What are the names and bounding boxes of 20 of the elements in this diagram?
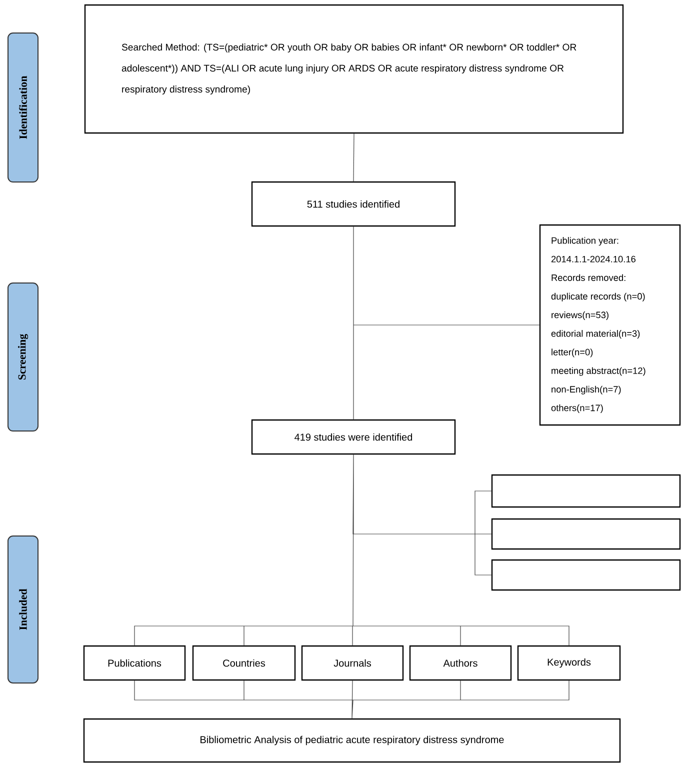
process-box: Keywords <box>517 645 621 681</box>
connector-line <box>353 226 540 420</box>
connector-line <box>134 680 570 719</box>
exclusion-box: Publication year: 2014.1.1-2024.10.16 Records removed: duplicate records (n=0) reviews(n=53) editorial material(n=3) letter(n=0) meeting abstract(n=12) non-English(n=7) others(n=17) <box>539 224 681 426</box>
process-box: Authors <box>409 645 512 681</box>
process-box: Bibliometric Analysis of pediatric acute respiratory distress syndrome <box>83 718 621 763</box>
stage-label: Included <box>8 536 38 684</box>
stage-label: Screening <box>8 282 38 432</box>
process-box: Journals <box>301 645 404 681</box>
search-strategy-box: Searched Method: (TS=(pediatric* OR youth OR baby OR babies OR infant* OR newborn* OR toddler* OR adolescent*)) AND TS=(ALI OR acute lung injury OR ARDS OR acute respiratory distress syndrome OR respiratory distress syndrome) <box>84 4 624 134</box>
empty-box <box>491 474 681 508</box>
empty-box <box>491 518 681 550</box>
connector-line <box>134 454 570 646</box>
empty-box <box>491 559 681 591</box>
process-box: Publications <box>83 645 186 681</box>
process-box: 419 studies were identified <box>251 419 456 455</box>
process-box: Countries <box>192 645 296 681</box>
process-box: 511 studies identified <box>251 181 456 227</box>
connector-line <box>353 133 354 182</box>
stage-label: Identification <box>8 32 38 182</box>
